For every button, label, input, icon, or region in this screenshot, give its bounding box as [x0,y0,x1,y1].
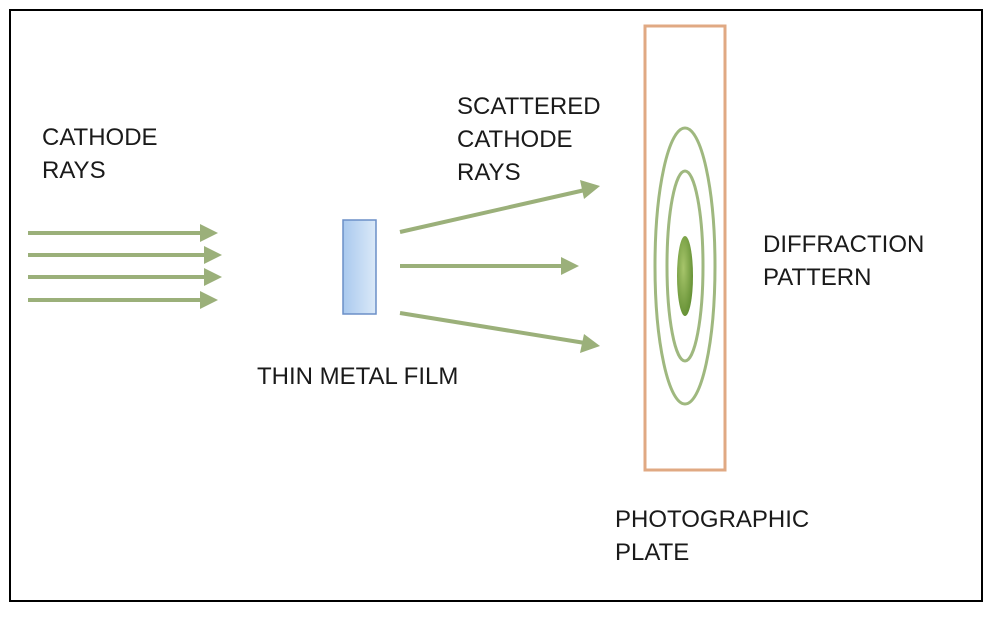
scattered-rays-label: SCATTERED CATHODE RAYS [457,90,601,189]
scattered-ray-arrow [400,257,579,275]
central-diffraction-spot [677,236,693,316]
thin-metal-film-label-line: THIN METAL FILM [257,363,459,390]
photographic-plate-label-line: PLATE [615,539,690,566]
diffraction-pattern [653,126,717,406]
incoming-ray-arrow [28,291,218,309]
incoming-ray-arrow [28,246,222,264]
photographic-plate-label-line: PHOTOGRAPHIC [615,506,810,533]
scattered-ray-arrow [399,311,600,353]
thin-metal-film [342,219,377,315]
outer-diffraction-ring [653,126,717,406]
scattered-rays-label-line: CATHODE [457,126,573,153]
scattered-rays-label-line: RAYS [457,159,521,186]
diffraction-pattern-label-line: DIFFRACTION [763,231,925,258]
inner-diffraction-ring [665,169,705,363]
scattered-ray-arrow [399,180,600,234]
incoming-ray-arrow [28,268,222,286]
diagram-frame [9,9,983,602]
photographic-plate-label: PHOTOGRAPHIC PLATE [615,503,809,569]
diffraction-pattern-label: DIFFRACTION PATTERN [763,228,924,294]
cathode-rays-label-line: CATHODE [42,124,158,151]
scattered-rays-label-line: SCATTERED [457,93,601,120]
diffraction-pattern-label-line: PATTERN [763,264,872,291]
incoming-rays [28,224,222,309]
thin-metal-film-label: THIN METAL FILM [257,360,458,393]
scattered-rays [399,180,600,353]
incoming-ray-arrow [28,224,218,242]
cathode-rays-label-line: RAYS [42,157,106,184]
cathode-rays-label: CATHODE RAYS [42,121,158,187]
photographic-plate [643,24,727,472]
